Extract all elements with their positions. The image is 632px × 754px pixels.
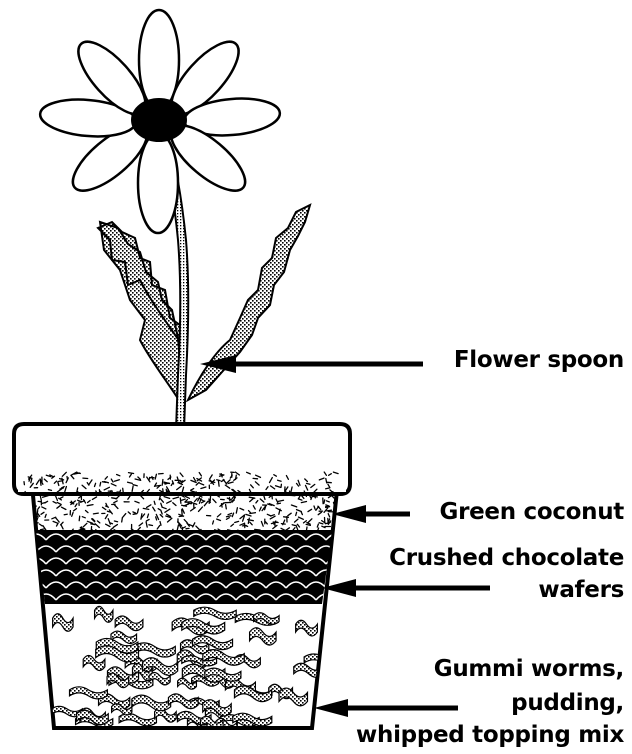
label-wafers: wafers bbox=[538, 577, 624, 604]
label-flower-spoon: Flower spoon bbox=[454, 347, 624, 374]
wafer-layer bbox=[26, 530, 356, 606]
label-whipped-topping: whipped topping mix bbox=[356, 722, 624, 749]
label-gummi-worms: Gummi worms, bbox=[434, 656, 624, 683]
flower-center bbox=[131, 98, 187, 142]
arrow-chocolate-wafers bbox=[322, 576, 492, 600]
left-leaf bbox=[98, 222, 184, 408]
label-pudding: pudding, bbox=[511, 690, 624, 717]
arrow-green-coconut bbox=[332, 502, 412, 526]
arrow-pudding-mix bbox=[314, 696, 460, 720]
label-crushed-chocolate: Crushed chocolate bbox=[389, 545, 624, 572]
label-green-coconut: Green coconut bbox=[439, 499, 624, 526]
arrow-flower-spoon bbox=[200, 352, 425, 376]
